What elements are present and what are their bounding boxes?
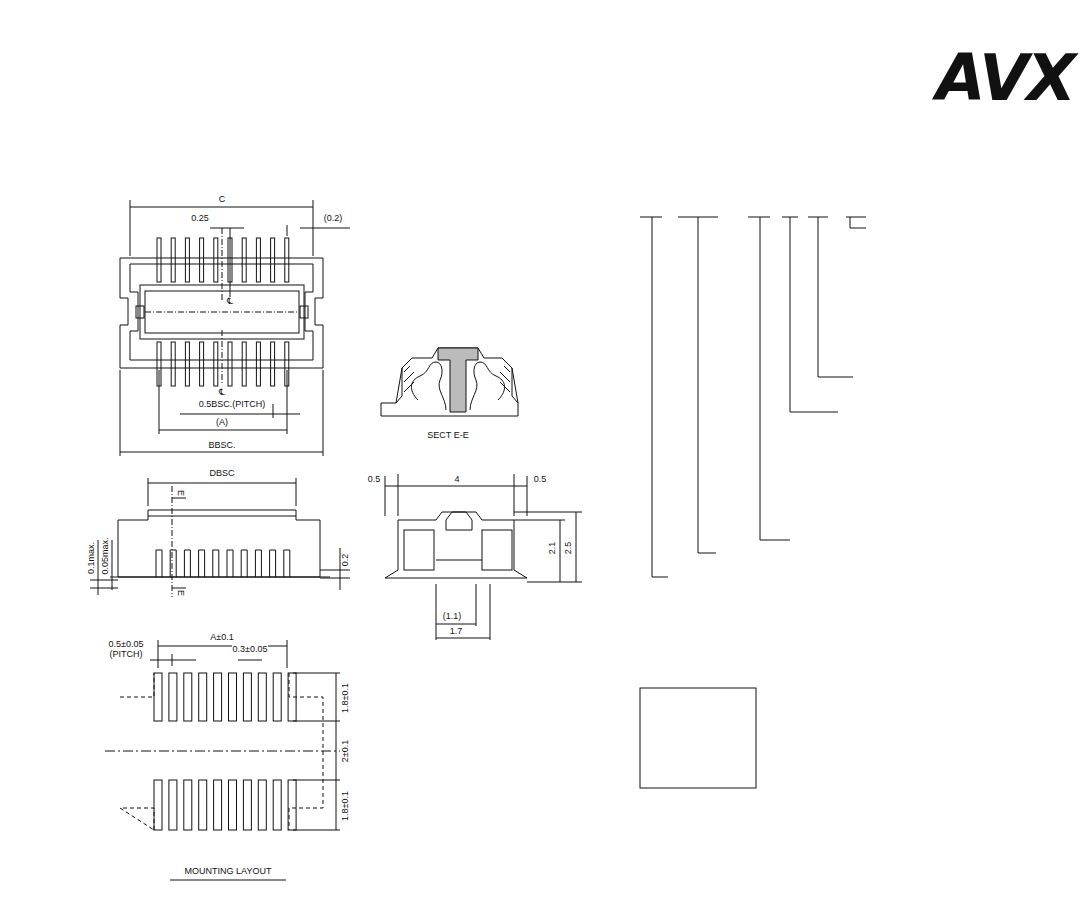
dimension-label: BBSC. xyxy=(207,441,236,451)
end-view xyxy=(385,474,582,640)
dimension-label: C xyxy=(218,195,227,205)
dimension-label: 4 xyxy=(453,475,460,485)
dimension-label: 0.5 xyxy=(533,475,548,485)
dimension-label: ℄ xyxy=(226,297,234,307)
dimension-label: DBSC xyxy=(208,469,235,479)
dimension-label: 0.25 xyxy=(190,214,210,224)
dimension-label: 0.05max. xyxy=(101,536,111,575)
dimension-label: ℄ xyxy=(218,388,226,398)
side-view xyxy=(90,478,350,597)
dimension-label: 0.5±0.05 (PITCH) xyxy=(103,640,149,660)
dimension-label: 1.8±0.1 xyxy=(341,682,351,714)
part-number-leaders xyxy=(640,217,866,788)
brand-logo: AVX xyxy=(935,43,1075,113)
dimension-label: (1.1) xyxy=(442,612,463,622)
dimension-label: 2±0.1 xyxy=(341,739,351,763)
dimension-label: 0.3±0.05 xyxy=(232,645,269,655)
top-view xyxy=(120,200,350,456)
dimension-label: 1.7 xyxy=(449,627,464,637)
dimension-label: 1.8±0.1 xyxy=(341,790,351,822)
dimension-label: E xyxy=(175,589,185,597)
empty-box xyxy=(640,688,756,788)
dimension-label: 2.1 xyxy=(548,541,558,556)
dimension-label: (A) xyxy=(215,418,229,428)
dimension-label: SECT E-E xyxy=(426,431,469,441)
dimension-label: A±0.1 xyxy=(209,633,234,643)
dimension-label: MOUNTING LAYOUT xyxy=(184,867,273,877)
mounting-layout xyxy=(105,640,340,880)
dimension-label: E xyxy=(175,489,185,497)
dimension-label: 0.5BSC.(PITCH) xyxy=(198,400,267,410)
dimension-label: 0.1max. xyxy=(87,541,97,575)
dimension-label: (0.2) xyxy=(323,214,344,224)
section-view xyxy=(381,348,518,416)
dimension-label: 2.5 xyxy=(564,541,574,556)
dimension-label: 0.5 xyxy=(367,475,382,485)
dimension-label: 0.2 xyxy=(341,553,351,568)
